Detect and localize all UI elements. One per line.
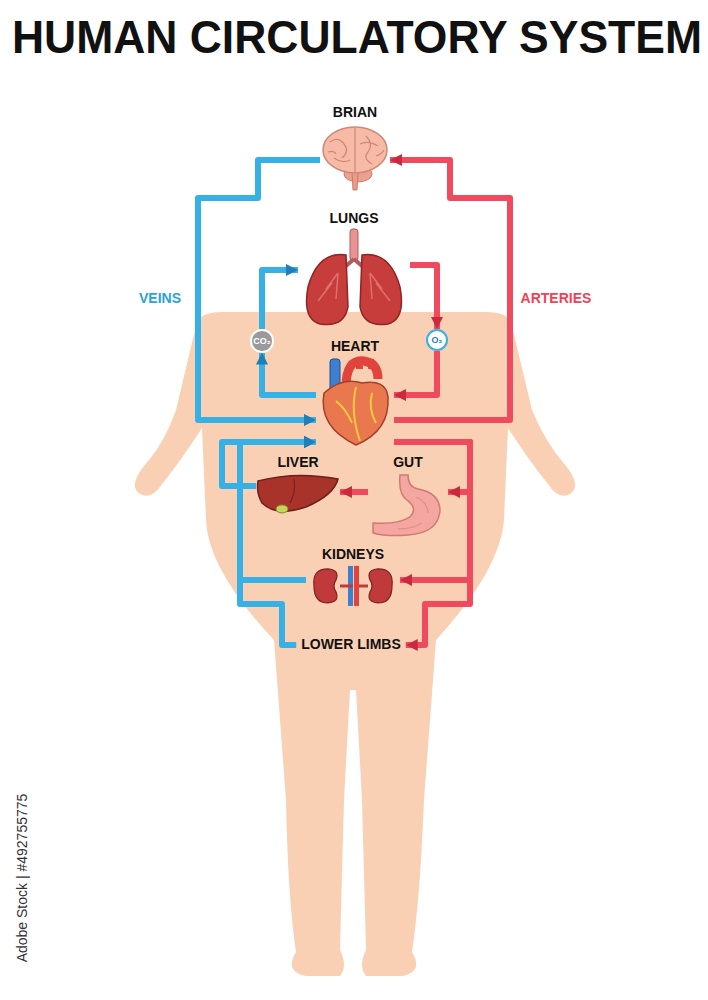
kidneys-organ-picture [306, 564, 400, 608]
node-label: LUNGS [330, 210, 379, 226]
diagram-title: HUMAN CIRCULATORY SYSTEM [0, 10, 708, 64]
watermark: Adobe Stock | #492755775 [14, 794, 30, 963]
liver-organ-picture [256, 472, 340, 518]
limb-label-box: LOWER LIMBS [296, 633, 406, 655]
vein-line [198, 160, 320, 420]
node-label: O₂ [432, 335, 443, 345]
node-label: KIDNEYS [322, 546, 384, 562]
gut-organ-picture [368, 472, 448, 542]
artery-line [390, 160, 510, 420]
vein-line [262, 353, 316, 396]
lungs-organ: LUNGS [298, 210, 410, 328]
artery-line [394, 442, 470, 645]
liver-organ: LIVER [256, 454, 340, 518]
brain-organ-picture [320, 122, 390, 192]
node-label: LOWER LIMBS [301, 636, 401, 652]
gut-organ: GUT [368, 454, 448, 542]
veins-label: VEINS [139, 290, 181, 306]
heart-organ-picture [316, 356, 394, 448]
vein-line [240, 442, 316, 645]
arteries-label: ARTERIES [521, 290, 592, 306]
title-text: HUMAN CIRCULATORY SYSTEM [12, 10, 702, 64]
artery-line [394, 351, 437, 395]
vein-line [262, 270, 298, 329]
kidneys-organ: KIDNEYS [306, 546, 400, 608]
heart-organ: HEART [316, 338, 394, 448]
node-label: HEART [331, 338, 379, 354]
node-label: GUT [393, 454, 423, 470]
node-label: CO₂ [253, 336, 271, 346]
co2-circle: CO₂ [250, 329, 274, 353]
node-label: LIVER [277, 454, 318, 470]
artery-line [340, 489, 368, 495]
o2-circle: O₂ [426, 329, 448, 351]
brain-organ: BRIAN [320, 104, 390, 192]
node-label: BRIAN [333, 104, 377, 120]
lungs-organ-picture [298, 228, 410, 328]
artery-line [410, 265, 437, 329]
